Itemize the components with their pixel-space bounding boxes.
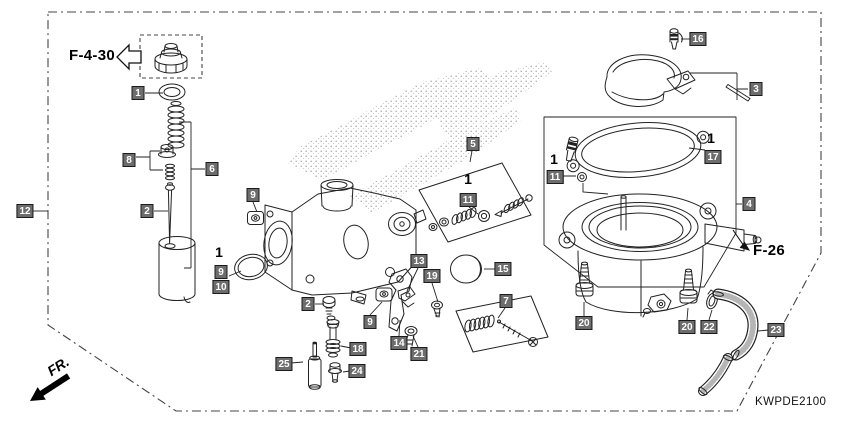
choke-lever bbox=[397, 286, 416, 308]
part-callout-9[interactable]: 9 bbox=[214, 265, 228, 279]
vacuum-piston bbox=[158, 236, 196, 303]
ref-arrows bbox=[30, 43, 751, 401]
diagram-code: KWPDE2100 bbox=[755, 396, 827, 408]
bowl-gasket bbox=[566, 122, 710, 178]
nut-upper bbox=[247, 211, 264, 225]
part-callout-2[interactable]: 2 bbox=[301, 297, 315, 311]
jet-needle bbox=[165, 182, 175, 244]
carburetor-body bbox=[263, 179, 427, 305]
screw-spring-kit bbox=[455, 295, 549, 353]
part-callout-10[interactable]: 10 bbox=[212, 280, 230, 294]
stipple-shading bbox=[288, 62, 552, 213]
plunger bbox=[308, 341, 322, 390]
front-direction-arrow-icon bbox=[30, 373, 71, 401]
float-bowl bbox=[558, 193, 762, 318]
f-26-arrow-icon bbox=[732, 229, 751, 251]
needle-jet-holder bbox=[325, 319, 341, 358]
drain-bolt bbox=[322, 296, 336, 321]
part-callout-21[interactable]: 21 bbox=[410, 347, 428, 361]
drain-screw bbox=[679, 268, 698, 304]
part-callout-9[interactable]: 9 bbox=[363, 315, 377, 329]
part-callout-12[interactable]: 12 bbox=[16, 204, 34, 218]
nut-lower bbox=[375, 287, 393, 302]
body-oring bbox=[234, 253, 268, 281]
part-callout-11[interactable]: 11 bbox=[546, 170, 564, 184]
part-callout-17[interactable]: 17 bbox=[704, 150, 722, 164]
assembly-boundary bbox=[47, 11, 822, 412]
slide-spring bbox=[167, 101, 185, 149]
part-callout-14[interactable]: 14 bbox=[390, 336, 408, 350]
float-chamber-set-box bbox=[543, 116, 737, 288]
part-callout-22[interactable]: 22 bbox=[700, 320, 718, 334]
part-callout-6[interactable]: 6 bbox=[205, 162, 219, 176]
main-jet bbox=[328, 362, 342, 383]
float-pin bbox=[725, 84, 751, 102]
float bbox=[604, 54, 696, 107]
part-callout-16[interactable]: 16 bbox=[689, 32, 707, 46]
top-sealing-washer bbox=[158, 83, 186, 101]
part-callout-9[interactable]: 9 bbox=[246, 188, 260, 202]
pan-screw-19 bbox=[431, 300, 443, 318]
part-callout-5[interactable]: 5 bbox=[466, 137, 480, 151]
part-callout-24[interactable]: 24 bbox=[348, 364, 366, 378]
part-callout-25[interactable]: 25 bbox=[275, 357, 293, 371]
f-4-30-arrow-icon bbox=[116, 43, 142, 71]
ref-link-f-4-30[interactable]: F-4-30 bbox=[69, 47, 115, 64]
part-callout-7[interactable]: 7 bbox=[499, 294, 513, 308]
ref-part-dashed-box bbox=[139, 34, 203, 79]
part-callout-15[interactable]: 15 bbox=[494, 262, 512, 276]
part-callout-4[interactable]: 4 bbox=[742, 197, 756, 211]
ref-link-f-26[interactable]: F-26 bbox=[753, 242, 786, 259]
part-callout-18[interactable]: 18 bbox=[349, 342, 367, 356]
cable-bracket bbox=[388, 268, 413, 332]
drain-screw bbox=[575, 261, 594, 297]
air-cut-valve-cover bbox=[450, 254, 482, 284]
needle-retainer-set bbox=[158, 144, 176, 181]
part-callout-1[interactable]: 1 bbox=[131, 86, 145, 100]
part-callout-20[interactable]: 20 bbox=[575, 316, 593, 330]
part-callout-8[interactable]: 8 bbox=[122, 153, 136, 167]
drain-tube bbox=[698, 288, 759, 396]
callout-leader-lines bbox=[33, 38, 770, 373]
part-callout-23[interactable]: 23 bbox=[767, 323, 785, 337]
part-callout-19[interactable]: 19 bbox=[423, 269, 441, 283]
part-callout-20[interactable]: 20 bbox=[678, 320, 696, 334]
part-callout-2[interactable]: 2 bbox=[140, 204, 154, 218]
part-quantity-label: 1 bbox=[550, 151, 558, 167]
screw-set-kit bbox=[418, 162, 533, 243]
float-valve bbox=[669, 28, 683, 50]
part-callout-3[interactable]: 3 bbox=[749, 82, 763, 96]
part-quantity-label: 1 bbox=[707, 130, 715, 146]
part-callout-13[interactable]: 13 bbox=[410, 254, 428, 268]
part-callout-11[interactable]: 11 bbox=[459, 193, 477, 207]
part-quantity-label: 1 bbox=[215, 244, 223, 260]
carburetor-top-cap bbox=[154, 43, 188, 74]
part-quantity-label: 1 bbox=[464, 171, 472, 187]
